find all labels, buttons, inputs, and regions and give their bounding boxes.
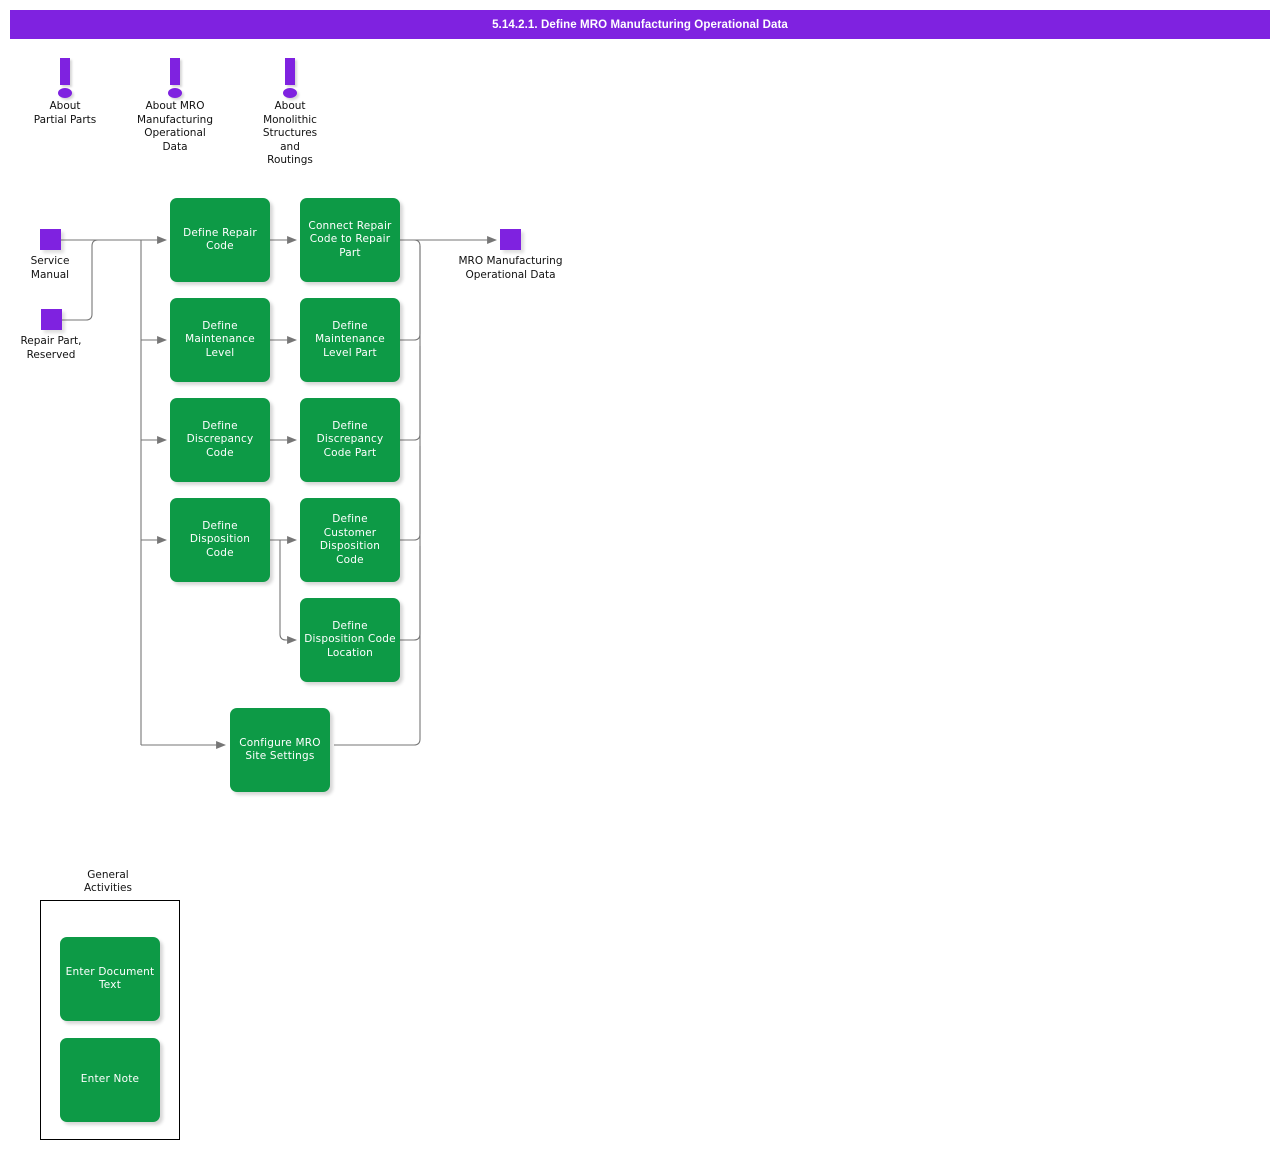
process-configure-mro-site-settings[interactable]: Configure MRO Site Settings	[230, 708, 330, 792]
exclamation-icon	[5, 55, 125, 100]
process-define-discrepancy-code[interactable]: Define Discrepancy Code	[170, 398, 270, 482]
process-define-disposition-code[interactable]: Define Disposition Code	[170, 498, 270, 582]
process-label: Define Disposition Code	[189, 519, 251, 559]
process-define-maintenance-level[interactable]: Define Maintenance Level	[170, 298, 270, 382]
process-label: Define Disposition Code Location	[304, 619, 396, 659]
exclamation-icon	[230, 55, 350, 100]
input-node-label: Service Manual	[30, 255, 70, 281]
process-label: Define Discrepancy Code Part	[316, 419, 384, 459]
info-item-about-partial-parts[interactable]: About Partial Parts	[5, 55, 125, 127]
general-activities-title: General Activities	[84, 869, 132, 894]
data-square-icon	[39, 229, 61, 250]
activity-label: Enter Document Text	[65, 965, 155, 992]
process-label: Define Maintenance Level	[185, 319, 255, 359]
activity-label: Enter Note	[80, 1073, 140, 1086]
info-item-about-monolithic-structures-and-routings[interactable]: About Monolithic Structures and Routings	[230, 55, 350, 168]
exclamation-icon	[115, 55, 235, 100]
process-label: Configure MRO Site Settings	[239, 736, 321, 763]
page-header-bar: 5.14.2.1. Define MRO Manufacturing Opera…	[10, 10, 1270, 39]
page-title: 5.14.2.1. Define MRO Manufacturing Opera…	[492, 18, 788, 31]
data-square-icon	[40, 309, 62, 330]
process-define-repair-code[interactable]: Define Repair Code	[170, 198, 270, 282]
process-define-disposition-code-location[interactable]: Define Disposition Code Location	[300, 598, 400, 682]
process-define-maintenance-level-part[interactable]: Define Maintenance Level Part	[300, 298, 400, 382]
activity-enter-note[interactable]: Enter Note	[60, 1038, 160, 1122]
process-label: Define Customer Disposition Code	[319, 513, 381, 566]
input-node-service-manual[interactable]: Service Manual	[0, 229, 110, 282]
info-item-label: About Monolithic Structures and Routings	[262, 100, 318, 166]
output-node-label: MRO Manufacturing Operational Data	[458, 255, 563, 281]
info-item-about-mro-manufacturing-operational-data[interactable]: About MRO Manufacturing Operational Data	[115, 55, 235, 154]
info-item-label: About Partial Parts	[33, 100, 97, 126]
process-label: Define Repair Code	[183, 226, 257, 253]
process-label: Define Maintenance Level Part	[315, 319, 385, 359]
input-node-repair-part-reserved[interactable]: Repair Part, Reserved	[0, 309, 111, 362]
process-connect-repair-code-to-repair-part[interactable]: Connect Repair Code to Repair Part	[300, 198, 400, 282]
output-node-mro-manufacturing-operational-data[interactable]: MRO Manufacturing Operational Data	[450, 229, 571, 282]
process-define-discrepancy-code-part[interactable]: Define Discrepancy Code Part	[300, 398, 400, 482]
process-label: Define Discrepancy Code	[186, 419, 254, 459]
data-square-icon	[500, 229, 521, 250]
process-label: Connect Repair Code to Repair Part	[308, 219, 392, 259]
activity-enter-document-text[interactable]: Enter Document Text	[60, 937, 160, 1021]
info-item-label: About MRO Manufacturing Operational Data	[136, 100, 214, 153]
process-define-customer-disposition-code[interactable]: Define Customer Disposition Code	[300, 498, 400, 582]
input-node-label: Repair Part, Reserved	[20, 335, 82, 361]
